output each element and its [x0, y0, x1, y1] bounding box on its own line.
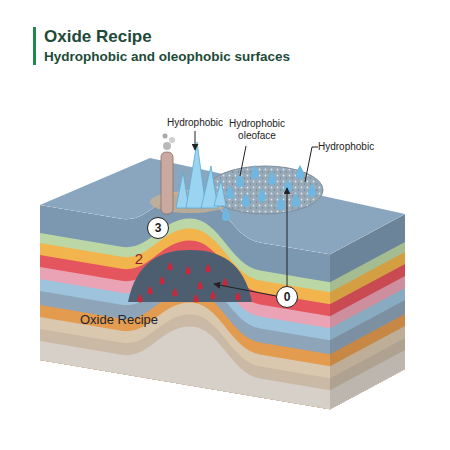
- subtitle: Hydrophobic and oleophobic surfaces: [44, 49, 434, 65]
- ice-crystals: [176, 142, 226, 208]
- diagram-title: Oxide Recipe: [44, 27, 424, 47]
- speckled-mound: [207, 166, 323, 214]
- layer-number: 2: [130, 250, 148, 267]
- callout-number: 0: [284, 290, 291, 304]
- callout-label: Hydrophobic oleoface: [224, 118, 290, 141]
- side-strata: [330, 214, 405, 450]
- title-bar: [33, 27, 36, 65]
- callout-circle: 0: [276, 286, 298, 308]
- leader-lines: [195, 131, 318, 296]
- callout-label: Hydrophobic: [160, 117, 230, 129]
- steam-pillar: [161, 134, 175, 215]
- layer-label: Oxide Recipe: [80, 313, 210, 328]
- top-surface: [40, 158, 405, 254]
- callout-circle: 3: [147, 217, 169, 239]
- callout-label: Hydrophobic: [318, 141, 390, 153]
- water-droplets: [222, 165, 316, 221]
- callout-number: 3: [155, 221, 162, 235]
